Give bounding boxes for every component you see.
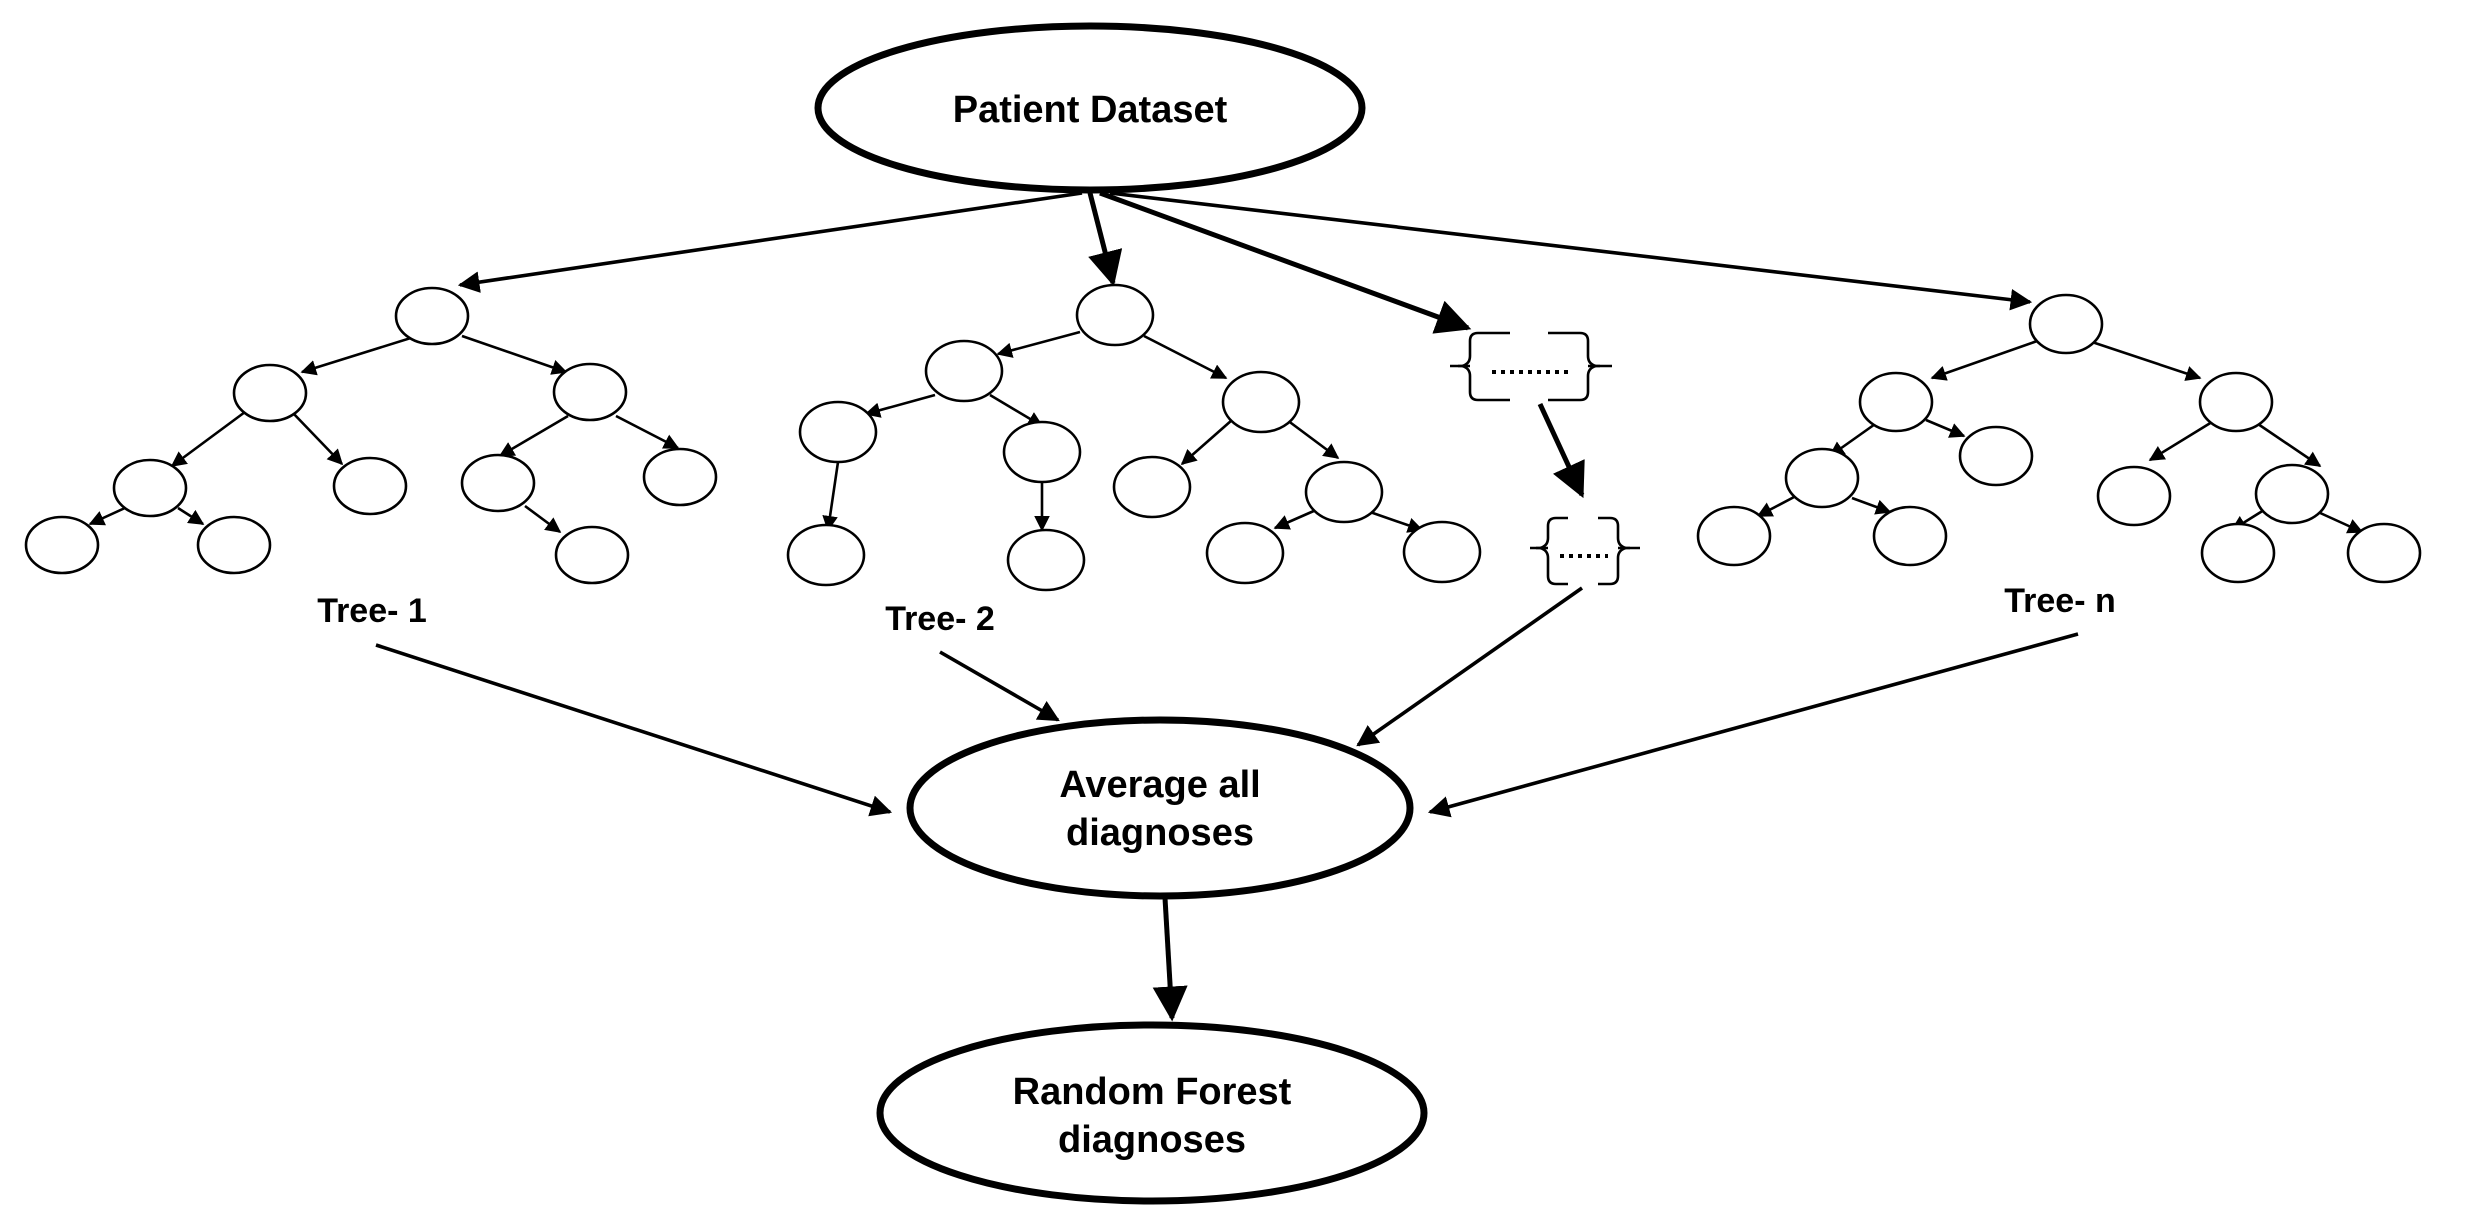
average-diagnoses-node: Average all diagnoses [906, 716, 1414, 900]
tree-2-label: Tree- 2 [885, 600, 995, 638]
tree-1-label: Tree- 1 [317, 592, 427, 630]
patient-dataset-node: Patient Dataset [814, 22, 1366, 194]
trees-to-average-arrows [375, 586, 2079, 818]
dataset-to-trees-arrows [457, 190, 2033, 334]
tree-2: Tree- 2 [786, 283, 1482, 638]
placeholder-tree-bottom [1530, 516, 1640, 586]
average-label-line1: Average all [1059, 764, 1260, 806]
tree-n: Tree- n [1696, 293, 2422, 620]
average-label-line2: diagnoses [1066, 812, 1254, 854]
result-label-line2: diagnoses [1058, 1119, 1246, 1161]
patient-dataset-label: Patient Dataset [953, 89, 1228, 131]
average-to-result-arrow [1152, 897, 1188, 1022]
placeholder-connector-arrow [1537, 402, 1585, 499]
result-label-line1: Random Forest [1013, 1071, 1292, 1113]
tree-1: Tree- 1 [24, 286, 718, 630]
tree-n-label: Tree- n [2004, 582, 2115, 620]
placeholder-tree-top [1450, 331, 1612, 402]
random-forest-diagnoses-node: Random Forest diagnoses [876, 1021, 1428, 1205]
